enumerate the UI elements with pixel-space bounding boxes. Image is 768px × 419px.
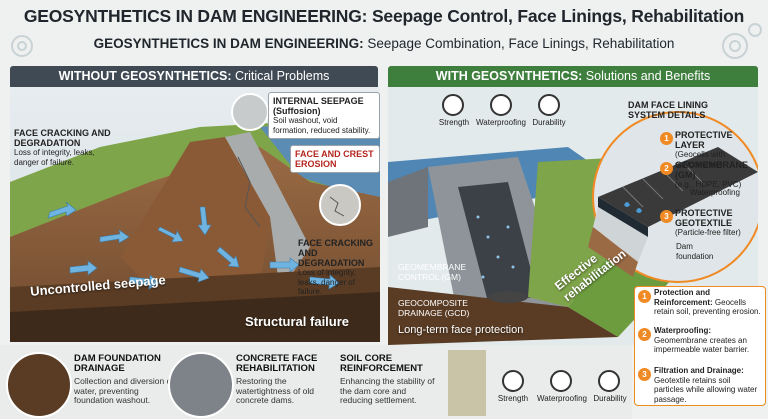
callout-face-crest-erosion: FACE AND CREST EROSION bbox=[290, 145, 380, 173]
right-panel-header: WITH GEOSYNTHETICS: Solutions and Benefi… bbox=[388, 66, 758, 87]
bottom-title-foundation: DAM FOUNDATION DRAINAGE bbox=[74, 353, 161, 374]
foundation-drainage-thumb bbox=[6, 352, 72, 418]
bottom-text-soil-core: Enhancing the stability of the dam core … bbox=[340, 376, 435, 405]
left-panel-header: WITHOUT GEOSYNTHETICS: Critical Problems bbox=[10, 66, 378, 87]
layer-geotextile: PROTECTIVE GEOTEXTILE(Particle-free filt… bbox=[675, 208, 741, 237]
benefit-protection: Protection and Reinforcement: Geocells r… bbox=[654, 288, 761, 316]
water-drop-icon bbox=[490, 94, 512, 116]
benefit-number-1: 1 bbox=[638, 290, 651, 303]
shield-check-icon bbox=[442, 94, 464, 116]
icon-label-strength: Strength bbox=[438, 118, 470, 127]
page-title: GEOSYNTHETICS IN DAM ENGINEERING: Seepag… bbox=[23, 6, 745, 26]
bottom-strip bbox=[0, 345, 632, 419]
overlay-structural-failure: Structural failure bbox=[245, 314, 350, 329]
layer-number-2: 2 bbox=[660, 162, 673, 175]
bottom-title-soil-core: SOIL CORE REINFORCEMENT bbox=[340, 353, 423, 374]
callout-internal-seepage: INTERNAL SEEPAGE (Suffosion)Soil washout… bbox=[268, 92, 380, 139]
label-gcd: GEOCOMPOSITE DRAINAGE (GCD) bbox=[398, 298, 470, 318]
layer-number-3: 3 bbox=[660, 210, 673, 223]
benefit-number-2: 2 bbox=[638, 328, 651, 341]
gauge-icon bbox=[598, 370, 620, 392]
icon-label-waterproofing: Waterproofing bbox=[476, 118, 526, 127]
label-gm-control: GEOMEMBRANE CONTROL (GM) bbox=[398, 262, 467, 282]
gauge-icon bbox=[538, 94, 560, 116]
lined-dam-illustration bbox=[388, 87, 758, 345]
shield-check-icon bbox=[502, 370, 524, 392]
bottom-icon-label-durability: Durability bbox=[593, 394, 627, 403]
failing-dam-illustration bbox=[10, 87, 380, 342]
layer-geomembrane: GEOMEMBRANE (GM)(e.g., HDPE, PVC) bbox=[675, 160, 749, 189]
water-drop-icon bbox=[550, 370, 572, 392]
benefits-box bbox=[634, 286, 766, 406]
page-subtitle: GEOSYNTHETICS IN DAM ENGINEERING: Seepag… bbox=[93, 36, 675, 51]
bottom-icon-label-waterproofing: Waterproofing bbox=[537, 394, 587, 403]
bottom-text-foundation: Collection and diversion of water, preve… bbox=[74, 376, 174, 405]
benefit-waterproofing: Waterproofing: Geomembrane creates an im… bbox=[654, 326, 750, 354]
layer-number-1: 1 bbox=[660, 132, 673, 145]
benefit-number-3: 3 bbox=[638, 368, 651, 381]
concrete-rehab-thumb bbox=[168, 352, 234, 418]
bottom-title-concrete: CONCRETE FACE REHABILITATION bbox=[236, 353, 318, 374]
layer-dam-foundation: Dam foundation bbox=[676, 242, 714, 261]
layer-protective: PROTECTIVE LAYER(Geocells with soil/conc… bbox=[675, 130, 733, 169]
lining-details-title: DAM FACE LINING SYSTEM DETAILS bbox=[628, 100, 708, 120]
icon-label-durability: Durability bbox=[532, 118, 566, 127]
geogrid-thumb bbox=[448, 350, 486, 416]
bottom-icon-label-strength: Strength bbox=[497, 394, 529, 403]
label-long-term-protection: Long-term face protection bbox=[398, 324, 524, 336]
bottom-text-concrete: Restoring the watertightness of old conc… bbox=[236, 376, 314, 405]
benefit-filtration: Filtration and Drainage: Geotextile reta… bbox=[654, 366, 758, 404]
layer-waterproofing: Waterproofing bbox=[690, 188, 740, 197]
